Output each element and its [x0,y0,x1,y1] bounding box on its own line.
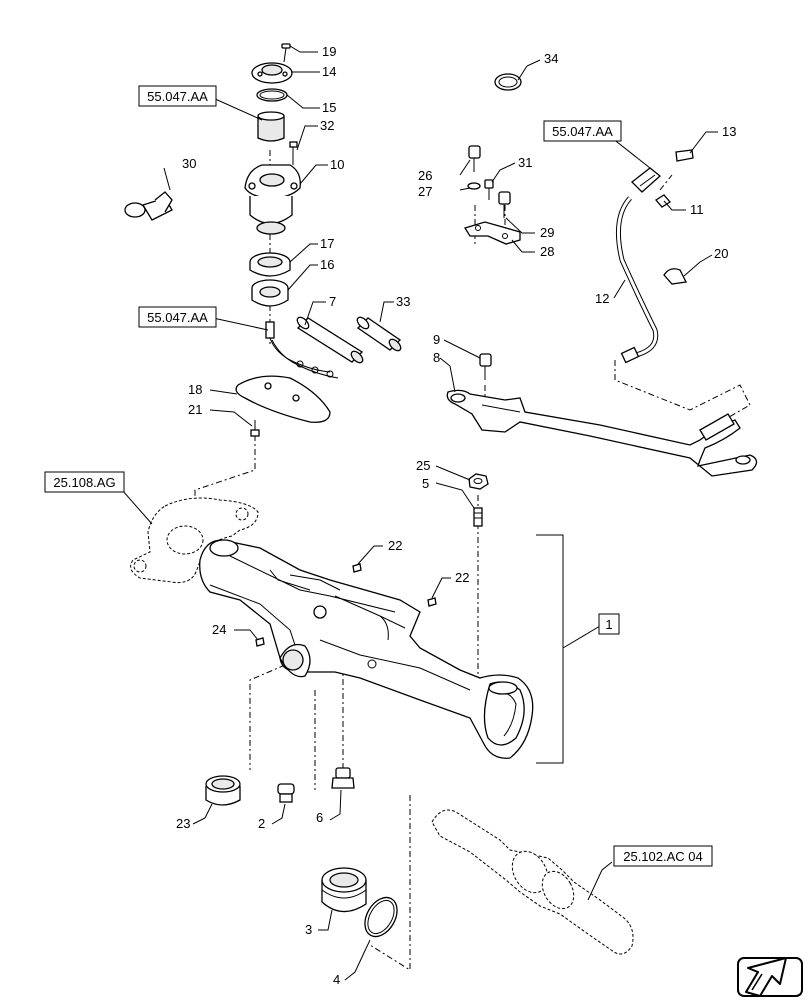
hose-12 [615,167,662,364]
hose-clamp-34 [494,73,522,91]
seal-ring-3 [321,867,367,913]
callout-23: 23 [176,816,190,831]
bolt-32 [289,141,298,165]
axle-housing-1 [199,539,534,759]
bolt-9 [479,353,492,380]
seal-17 [249,252,291,277]
callout-11: 11 [690,202,704,217]
bushing-upper [257,111,285,142]
bushing-23 [205,775,241,806]
callout-13: 13 [722,124,736,139]
stud-5 [473,507,483,527]
pivot-bolt-19 [281,43,291,63]
bolt-26 [468,145,481,172]
ref-label: 55.047.AA [147,310,208,325]
callout-numbers: 19 14 15 32 10 17 16 7 33 18 21 30 34 26… [176,44,736,987]
callout-20: 20 [714,246,728,261]
leader-lines [121,45,718,981]
washer-27 [467,182,481,190]
callout-27: 27 [418,184,432,199]
callout-1: 1 [605,617,612,632]
sleeve-33 [356,316,402,352]
callout-17: 17 [320,236,334,251]
callout-15: 15 [322,100,336,115]
callout-16: 16 [320,257,334,272]
callout-3: 3 [305,922,312,937]
clip-30 [124,191,173,221]
pin-22a [352,563,362,573]
callout-8: 8 [433,350,440,365]
steering-knuckle-reference [130,497,259,583]
ref-box-55047-mid[interactable]: 55.047.AA [138,306,217,328]
plate-18 [235,375,331,423]
ref-box-25108[interactable]: 25.108.AG [44,471,125,493]
rod-8 [446,389,758,477]
callout-32: 32 [320,118,334,133]
drive-shaft-reference [431,809,634,955]
bolt-29 [498,191,511,218]
callout-21: 21 [188,402,202,417]
cap-plate-14 [251,62,293,84]
callout-26: 26 [418,168,432,183]
callout-28: 28 [540,244,554,259]
callout-30: 30 [182,156,196,171]
pin-22b [427,597,437,607]
plug-2 [277,783,295,803]
ref-box-55047-right[interactable]: 55.047.AA [543,120,622,142]
callout-18: 18 [188,382,202,397]
nut-25 [468,473,489,490]
ref-box-1: 1 [598,613,620,635]
callout-29: 29 [540,225,554,240]
callout-7: 7 [329,294,336,309]
o-ring-15 [256,88,288,102]
callout-14: 14 [322,64,336,79]
callout-6: 6 [316,810,323,825]
sleeve-7 [296,316,364,364]
ref-label: 25.102.AC 04 [623,849,703,864]
callout-19: 19 [322,44,336,59]
callout-10: 10 [330,157,344,172]
callout-22a: 22 [388,538,402,553]
sensor-harness [265,321,339,379]
callout-24: 24 [212,622,226,637]
ref-label: 25.108.AG [53,475,115,490]
bracket-28 [463,221,521,245]
bolt-31 [484,179,494,200]
screw-21 [250,420,260,438]
callout-5: 5 [422,476,429,491]
callout-25: 25 [416,458,430,473]
callout-33: 33 [396,294,410,309]
fitting-6 [331,767,355,789]
callout-2: 2 [258,816,265,831]
sleeve-13 [675,149,694,162]
callout-12: 12 [595,291,609,306]
callout-34: 34 [544,51,558,66]
callout-31: 31 [518,155,532,170]
ref-label: 55.047.AA [552,124,613,139]
ref-box-25102[interactable]: 25.102.AC 04 [613,845,713,867]
o-ring-4 [364,896,398,938]
ref-label: 55.047.AA [147,89,208,104]
callout-9: 9 [433,332,440,347]
pivot-housing-10 [244,164,301,235]
clamp-20 [663,268,687,285]
next-page-button[interactable] [737,957,803,997]
callout-4: 4 [333,972,340,987]
assembly-bracket-1 [536,534,601,764]
callout-22b: 22 [455,570,469,585]
arrow-next-icon [745,957,787,997]
bearing-16 [251,279,289,307]
ref-box-55047-top[interactable]: 55.047.AA [138,85,217,107]
